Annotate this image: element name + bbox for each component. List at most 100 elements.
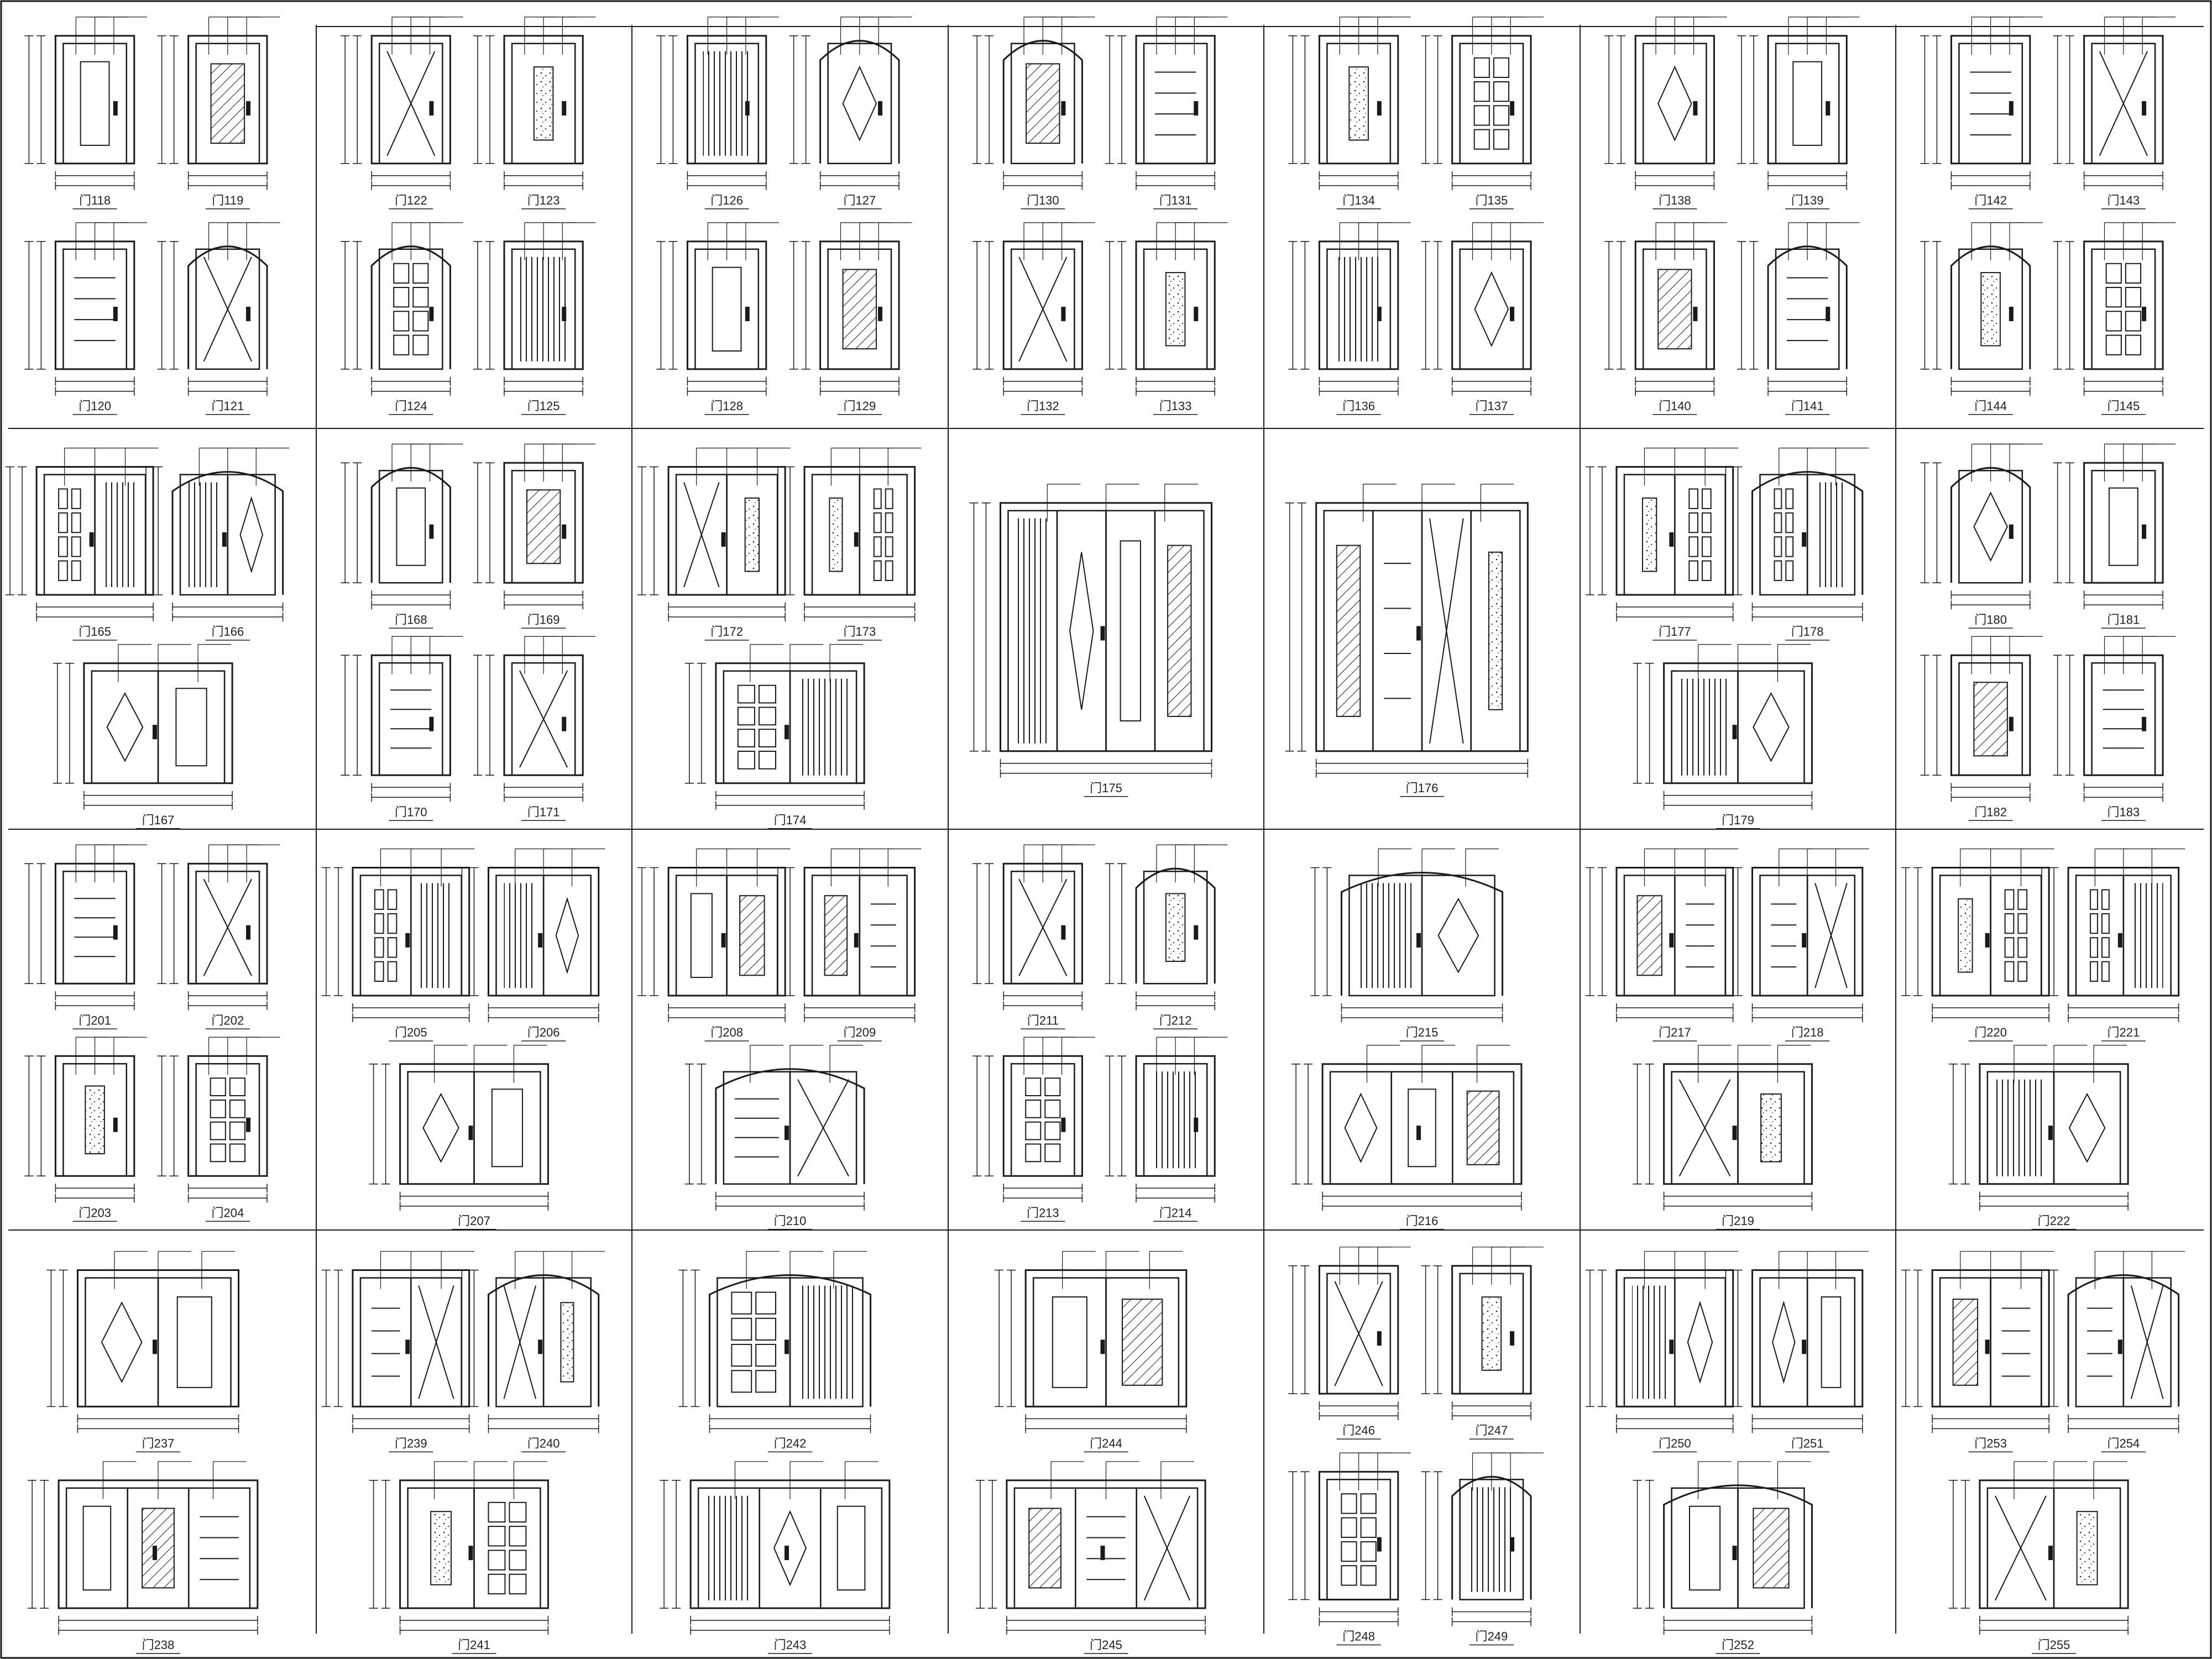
door-number-label: 门126 — [710, 193, 743, 207]
door-number-label: 门253 — [1974, 1436, 2007, 1450]
door-number-label: 门125 — [527, 399, 560, 413]
door-elevation — [1105, 17, 1228, 190]
door-number-label: 门131 — [1159, 193, 1192, 207]
door-number-label: 门179 — [1722, 813, 1754, 827]
door-number-label: 门222 — [2038, 1214, 2070, 1228]
door-elevation — [1901, 848, 2054, 1022]
door-number-label: 门181 — [2107, 613, 2140, 626]
door-elevation — [1604, 17, 1727, 190]
door-elevation — [46, 1250, 240, 1433]
door-elevation — [789, 17, 912, 190]
door-number-label: 门203 — [79, 1206, 111, 1220]
door-number-label: 门134 — [1342, 193, 1375, 207]
door-elevation — [1421, 1247, 1544, 1421]
door-number-label: 门138 — [1659, 193, 1691, 207]
door-number-label: 门207 — [458, 1214, 490, 1228]
door-elevation — [142, 447, 290, 621]
door-elevation — [157, 17, 280, 190]
door-elevation — [972, 1037, 1095, 1203]
door-number-label: 门177 — [1659, 625, 1691, 639]
door-number-label: 门137 — [1475, 399, 1508, 413]
door-elevation — [24, 1037, 147, 1203]
door-number-label: 门118 — [79, 193, 111, 207]
door-elevation — [1585, 1250, 1739, 1433]
door-elevation — [473, 636, 596, 802]
door-elevation — [321, 1250, 475, 1433]
door-elevation — [1948, 1045, 2129, 1211]
door-elevation — [24, 844, 147, 1011]
door-number-label: 门121 — [211, 399, 244, 413]
door-number-label: 门237 — [142, 1436, 175, 1450]
door-number-label: 门173 — [843, 625, 876, 639]
door-elevation — [1901, 1250, 2054, 1433]
door-elevation — [1585, 848, 1739, 1022]
door-number-label: 门178 — [1791, 625, 1824, 639]
door-elevation — [975, 1461, 1206, 1635]
door-elevation — [684, 1045, 865, 1211]
door-elevation — [1421, 222, 1544, 396]
door-elevation — [2053, 17, 2176, 190]
panel-grid — [8, 25, 2204, 1634]
door-number-label: 门140 — [1659, 399, 1691, 413]
door-number-label: 门209 — [843, 1025, 876, 1039]
door-elevation — [24, 17, 147, 190]
door-elevation — [637, 848, 791, 1022]
door-number-label: 门143 — [2107, 193, 2140, 207]
door-elevation — [1633, 1045, 1813, 1211]
door-elevation — [656, 222, 779, 396]
door-number-label: 门214 — [1159, 1206, 1192, 1220]
door-elevation — [789, 222, 912, 396]
door-number-label: 门144 — [1974, 399, 2007, 413]
door-elevation — [995, 1250, 1188, 1433]
door-elevation — [1288, 1452, 1411, 1626]
door-number-label: 门170 — [395, 805, 427, 819]
door-number-label: 门139 — [1791, 193, 1824, 207]
door-number-label: 门180 — [1974, 613, 2007, 626]
door-number-label: 门176 — [1406, 781, 1439, 795]
door-elevation — [341, 443, 463, 610]
door-elevation — [157, 1037, 280, 1203]
door-number-label: 门245 — [1090, 1638, 1122, 1652]
door-number-label: 门208 — [710, 1025, 743, 1039]
door-number-label: 门166 — [211, 625, 244, 639]
door-elevation — [321, 848, 475, 1022]
door-number-label: 门249 — [1475, 1630, 1508, 1644]
door-number-label: 门206 — [527, 1025, 560, 1039]
door-number-label: 门242 — [774, 1436, 807, 1450]
door-elevation — [473, 443, 596, 610]
door-number-label: 门142 — [1974, 193, 2007, 207]
door-elevation — [1310, 848, 1504, 1022]
door-number-label: 门248 — [1342, 1630, 1375, 1644]
door-number-label: 门252 — [1722, 1638, 1754, 1652]
door-elevation — [684, 644, 865, 810]
door-elevation — [1737, 17, 1860, 190]
door-number-label: 门141 — [1791, 399, 1824, 413]
door-panel: 门177 门178 门179 — [1585, 447, 1869, 829]
door-number-label: 门182 — [1974, 805, 2007, 819]
door-elevation — [969, 484, 1213, 778]
door-panel: 门176 — [1285, 484, 1529, 797]
door-elevation — [1721, 447, 1869, 621]
door-elevation — [972, 844, 1095, 1011]
door-elevation — [972, 17, 1095, 190]
door-number-label: 门247 — [1475, 1424, 1508, 1437]
door-number-label: 门165 — [79, 625, 111, 639]
door-elevation — [1633, 1461, 1813, 1635]
door-panel: 门138 门139 门140 门141 — [1604, 17, 1860, 415]
door-elevation — [2037, 1250, 2185, 1433]
door-elevation — [341, 222, 463, 396]
door-elevation — [773, 848, 922, 1022]
